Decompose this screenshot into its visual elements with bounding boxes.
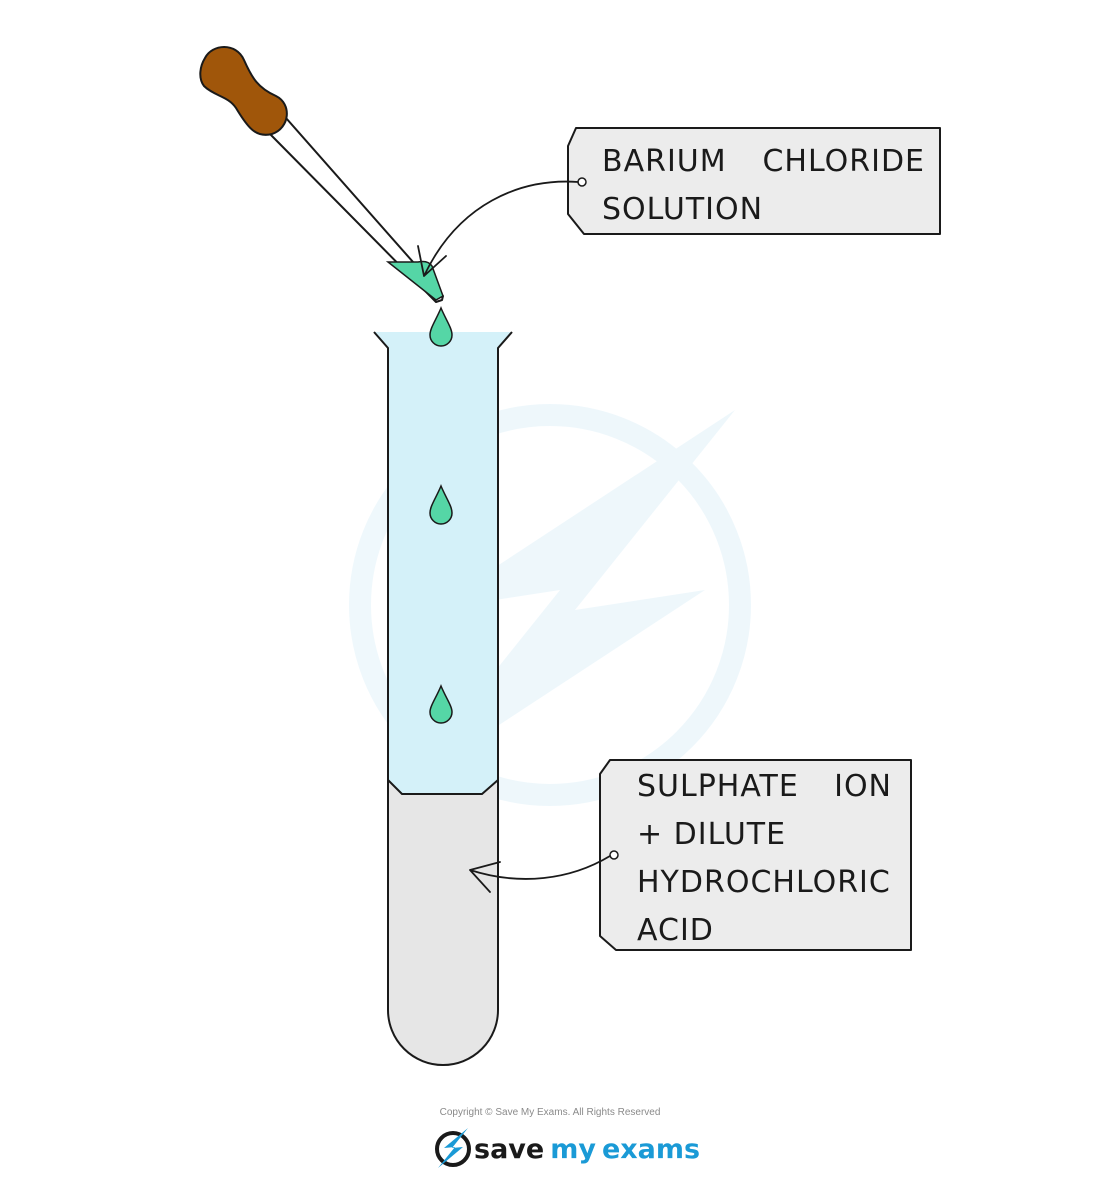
drop-in-solution xyxy=(429,484,453,525)
test-tube xyxy=(373,331,513,1066)
test-tube-outline xyxy=(373,331,513,1066)
sample-liquid xyxy=(388,780,498,1065)
sample-label-line4: ACID xyxy=(637,913,714,948)
sample-label-line1b: ION xyxy=(834,769,892,804)
sample-label-line2: + DILUTE xyxy=(637,817,786,852)
sample-label-box xyxy=(599,759,912,951)
falling-drop xyxy=(429,306,453,347)
meniscus-line xyxy=(387,779,499,795)
lightning-bolt-icon xyxy=(435,1128,471,1168)
brand-my: my xyxy=(550,1134,596,1165)
reagent-pointer-dot xyxy=(577,177,587,187)
reagent-label: BARIUM CHLORIDE SOLUTION xyxy=(417,127,941,277)
sample-pointer-arrow xyxy=(469,855,611,893)
reagent-label-line2: SOLUTION xyxy=(602,192,763,227)
drops xyxy=(429,306,453,724)
sample-label: SULPHATE ION + DILUTE HYDROCHLORIC ACID xyxy=(469,759,912,951)
sample-label-line3: HYDROCHLORIC xyxy=(637,865,891,900)
sample-label-line1a: SULPHATE xyxy=(637,769,799,804)
reagent-label-line1b: CHLORIDE xyxy=(762,144,925,179)
solution-liquid xyxy=(374,332,512,794)
drop-in-solution xyxy=(429,684,453,724)
copyright-notice: Copyright © Save My Exams. All Rights Re… xyxy=(440,1107,661,1118)
dropper-pipette xyxy=(199,46,444,303)
reagent-label-box xyxy=(567,127,941,235)
brand-exams: exams xyxy=(602,1134,700,1165)
reagent-pointer-arrow xyxy=(417,180,579,277)
sample-pointer-dot xyxy=(609,850,619,860)
brand-save: save xyxy=(474,1134,544,1165)
reagent-label-line1a: BARIUM xyxy=(602,144,727,179)
rubber-bulb xyxy=(199,46,288,136)
